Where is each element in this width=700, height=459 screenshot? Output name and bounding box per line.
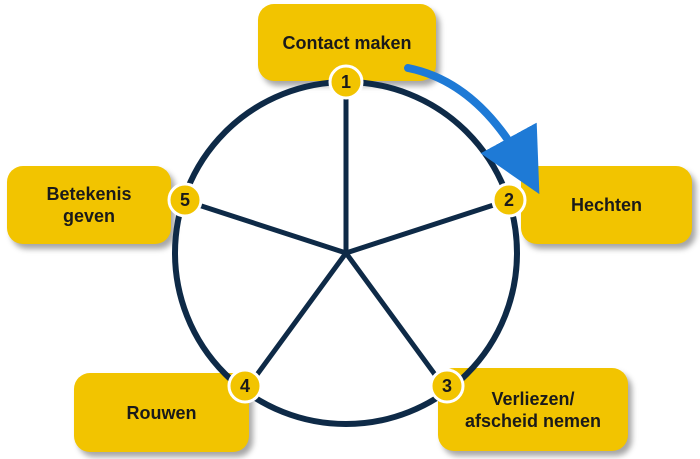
spoke-2: [343, 197, 512, 256]
spokes: [180, 79, 512, 394]
stage-label-5: Betekenis geven: [46, 184, 132, 226]
badge-2: 2: [491, 182, 527, 218]
stage-label-1: Contact maken: [282, 32, 412, 53]
stage-label-4: Rouwen: [126, 402, 197, 423]
badge-number-2: 2: [504, 190, 514, 210]
badge-3: 3: [429, 368, 465, 404]
badge-1: 1: [328, 64, 364, 100]
stage-box-betekenis-geven: Betekenis geven: [7, 166, 171, 244]
stage-box-hechten: Hechten: [521, 166, 692, 244]
badge-number-3: 3: [442, 376, 452, 396]
stage-label-3: Verliezen/ afscheid nemen: [464, 388, 602, 431]
spoke-3: [343, 250, 450, 394]
spoke-4: [242, 250, 349, 394]
badge-4: 4: [227, 368, 263, 404]
direction-arrow: [404, 64, 540, 195]
badge-5: 5: [167, 182, 203, 218]
stage-label-2: Hechten: [570, 195, 642, 215]
stage-box-verliezen: Verliezen/ afscheid nemen: [438, 368, 628, 451]
spoke-5: [180, 197, 349, 256]
badge-number-1: 1: [341, 72, 351, 92]
stage-box-rouwen: Rouwen: [74, 373, 249, 452]
badge-number-4: 4: [240, 376, 250, 396]
badge-number-5: 5: [180, 190, 190, 210]
